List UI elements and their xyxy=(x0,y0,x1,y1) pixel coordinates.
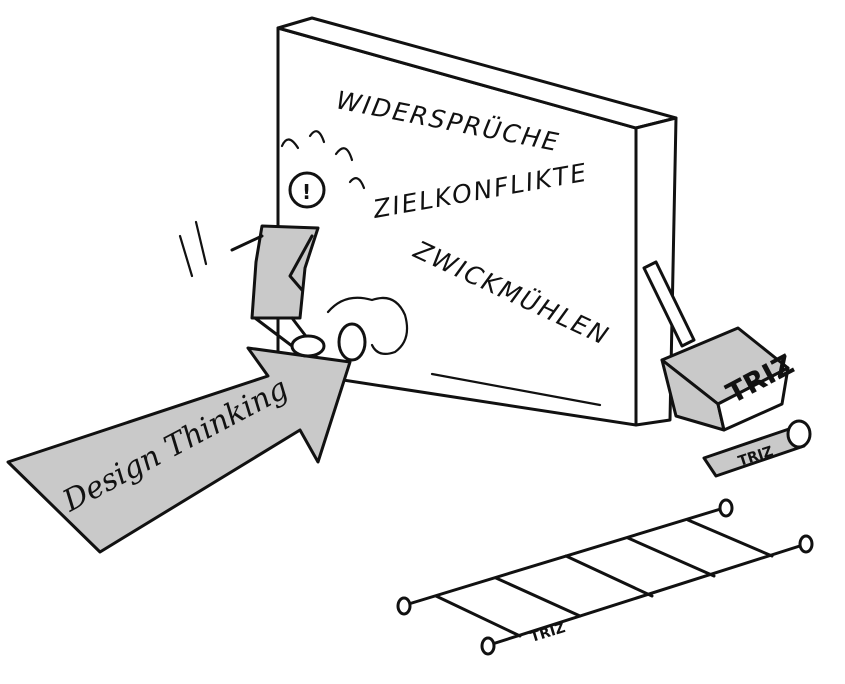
hammer-handle xyxy=(642,260,696,348)
triz-ladder: TRIZ xyxy=(396,498,814,656)
wall: WIDERSPRÜCHE ZIELKONFLIKTE ZWICKMÜHLEN xyxy=(276,16,678,427)
ladder-label: TRIZ xyxy=(528,620,567,646)
figure-face-mark: ! xyxy=(302,180,311,204)
ladder-rung xyxy=(494,576,582,618)
triz-tube: TRIZ xyxy=(702,419,812,478)
figure-body xyxy=(250,224,320,320)
tube-cap xyxy=(786,419,812,449)
stick-figure: ! xyxy=(178,130,409,362)
triz-hammer: TRIZ xyxy=(642,260,799,432)
ladder-rail-lower xyxy=(484,542,808,648)
ladder-rung xyxy=(626,536,716,578)
ladder-rung xyxy=(434,594,522,638)
design-thinking-arrow: Design Thinking xyxy=(6,346,352,554)
ladder-rung xyxy=(686,518,774,558)
hammer-head-side xyxy=(716,366,790,432)
figure-head xyxy=(288,171,326,209)
ladder-rail-upper xyxy=(400,506,726,608)
ladder-rung xyxy=(564,554,654,598)
